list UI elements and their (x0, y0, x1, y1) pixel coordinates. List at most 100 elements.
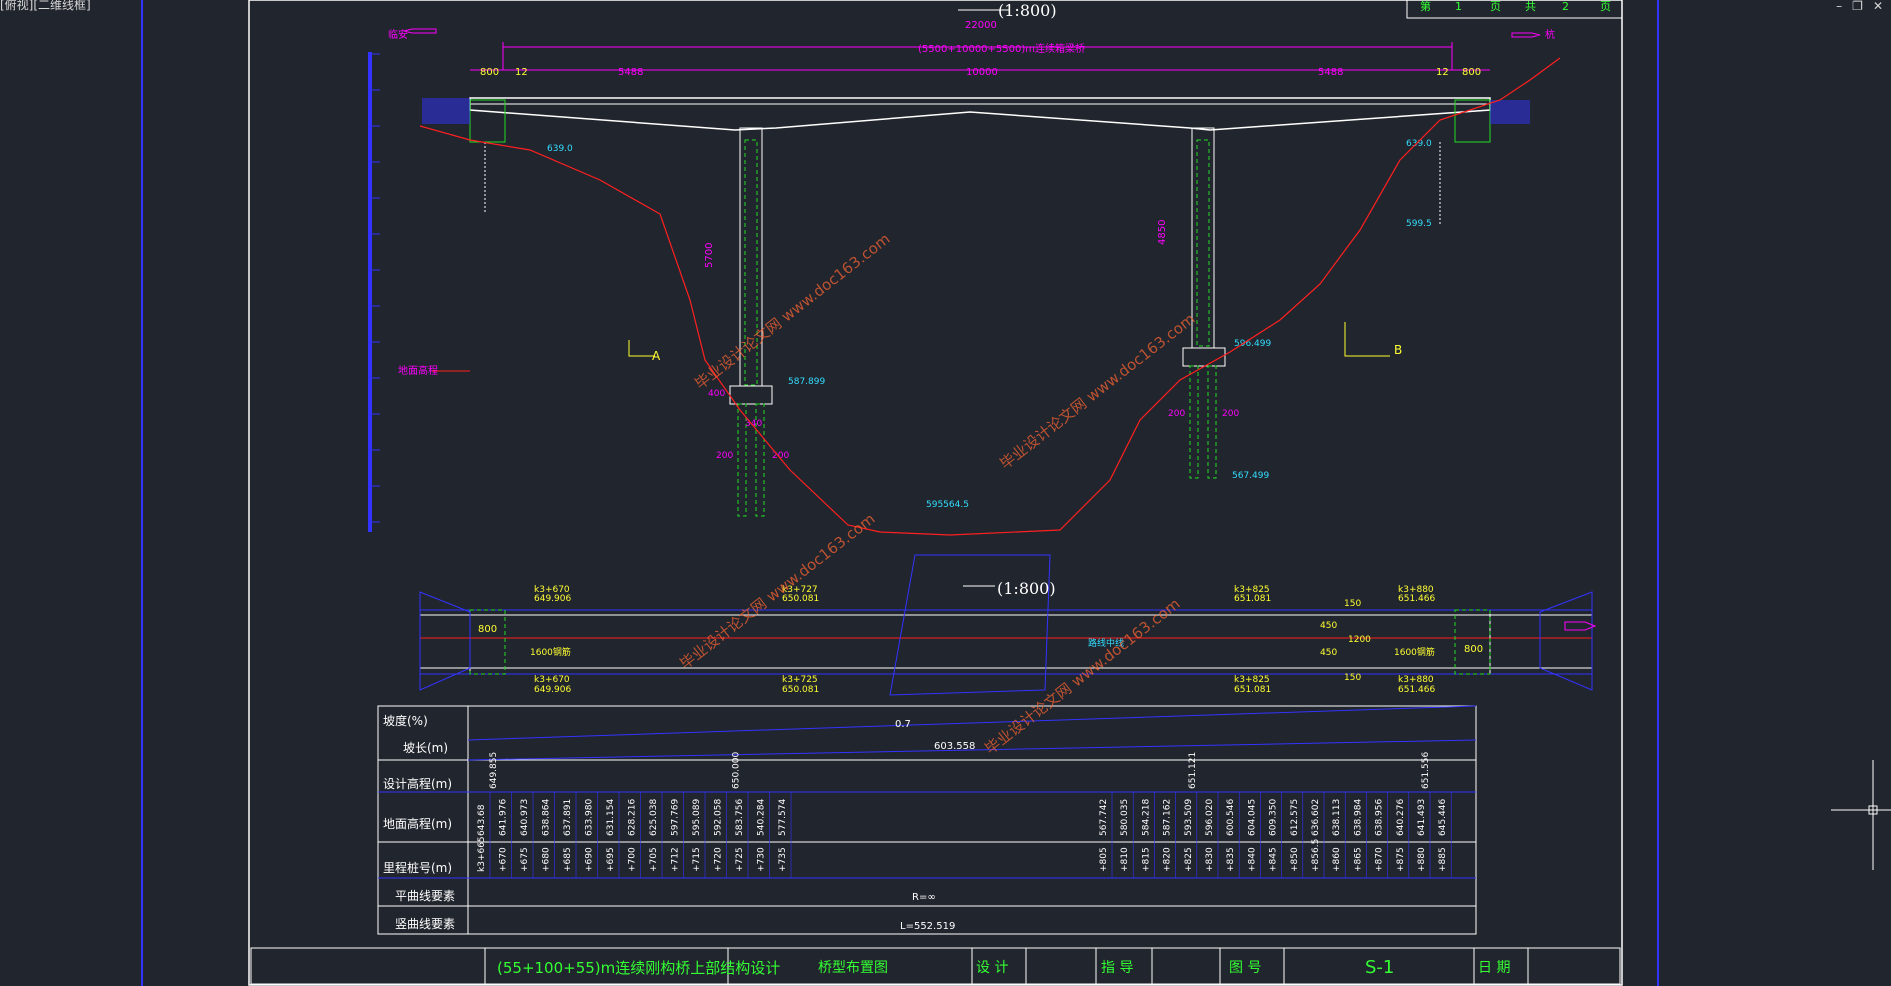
ground-elevation-cell: 580.035 (1120, 799, 1130, 836)
station-cell: +675 (520, 847, 530, 872)
dim-top-3: 10000 (966, 67, 998, 78)
section-b-marker (1344, 322, 1390, 357)
viewport-label[interactable]: [俯视][二维线框] (0, 0, 91, 12)
plan-slab-left: 1600钢筋 (530, 646, 571, 658)
station-cell: +885 (1438, 847, 1448, 872)
close-icon[interactable]: ✕ (1872, 0, 1883, 13)
ground-elevation-cell: 633.980 (585, 799, 595, 836)
plan-dim-0: 800 (478, 624, 497, 635)
pier-2 (1191, 127, 1215, 349)
station-cell: +830 (1205, 847, 1215, 872)
station-cell: +865 (1353, 847, 1363, 872)
ground-elevation-cell: 567.742 (1099, 799, 1109, 836)
plan-right-station-3: 651.081 (1234, 685, 1271, 695)
ground-elevation-cell: 638.956 (1375, 799, 1385, 836)
station-cell: +835 (1226, 847, 1236, 872)
ground-elevation-cell: 596.020 (1205, 799, 1215, 836)
plan-direction-icon (1564, 621, 1597, 631)
station-cell: k3+665 (477, 836, 487, 872)
approach-left (422, 98, 470, 124)
ground-elevation-cell: 587.162 (1163, 799, 1173, 836)
minimize-icon[interactable]: – (1836, 0, 1843, 13)
ground-elevation-cell: 625.038 (649, 799, 659, 836)
ground-elevation-cell: 641.493 (1417, 799, 1427, 836)
abutment-left (469, 99, 506, 143)
ground-elevation-cell: 640.973 (520, 799, 530, 836)
foundation-dim-1: 340 (745, 419, 762, 429)
approach-right (1490, 100, 1530, 124)
elevation-view: (1:800) 22000 (5500+10000+5500)m连续箱梁桥 80… (368, 1, 1561, 536)
section-a-marker (628, 340, 655, 357)
profile-table: 坡度(%) 坡长(m) 设计高程(m) 地面高程(m) 里程桩号(m) 平曲线要… (377, 705, 1477, 935)
elev-label-0: 587.899 (788, 377, 825, 387)
plan-abutment-left (469, 609, 506, 675)
station-cell: +705 (649, 847, 659, 872)
profile-table-border (377, 705, 1477, 935)
ground-elevation-cell: 643.68 (477, 804, 487, 836)
ground-elevation-cell: 577.574 (778, 799, 788, 836)
profile-length: 603.558 (934, 741, 975, 752)
plan-left-station-0: k3+670 (534, 585, 570, 595)
span-note: (5500+10000+5500)m连续箱梁桥 (918, 42, 1085, 55)
plan-dim-1: 800 (1464, 644, 1483, 655)
total-page: 页 (1600, 0, 1611, 13)
plan-dim-4: 1200 (1348, 635, 1371, 645)
elevation-title: (1:800) (998, 1, 1057, 20)
plan-mid-station-2: k3+725 (782, 675, 818, 685)
station-cell: +695 (606, 847, 616, 872)
plan-dim-5: 450 (1320, 621, 1337, 631)
foundation-dim-2: 200 (716, 451, 733, 461)
plan-end-station-3: 651.466 (1398, 685, 1435, 695)
pier-1-pile-b (755, 403, 765, 517)
station-cells: k3+665+670+675+680+685+690+695+700+705+7… (477, 836, 1448, 872)
watermark-4: 毕业设计论文网 www.doc163.com (981, 595, 1183, 758)
design-elevation-cell: 651.121 (1188, 752, 1198, 789)
station-cell: +880 (1417, 847, 1427, 872)
dim-top-4: 5488 (1318, 67, 1343, 78)
ground-elevation-cell: 604.045 (1247, 799, 1257, 836)
water-level: 595564.5 (926, 500, 969, 510)
drawing-no-label: 图 号 (1229, 960, 1261, 976)
dim-top-1: 12 (515, 67, 528, 78)
elev-label-3: 639.0 (547, 144, 573, 154)
profile-horizontal-curve: R=∞ (912, 892, 936, 903)
ground-elevation-cell: 645.446 (1438, 799, 1448, 836)
restore-icon[interactable]: ❐ (1852, 0, 1863, 13)
ground-elevation-cell: 583.756 (735, 799, 745, 836)
ground-elevation-cell: 595.089 (692, 799, 702, 836)
profile-grade: 0.7 (895, 719, 911, 730)
station-cell: +685 (563, 847, 573, 872)
ground-elevation-cell: 628.216 (628, 799, 638, 836)
dim-top-5: 12 (1436, 67, 1449, 78)
ground-elevation-cell: 640.276 (1396, 799, 1406, 836)
total-no: 2 (1562, 0, 1569, 13)
dim-top-6: 800 (1462, 67, 1481, 78)
title-block: (55+100+55)m连续刚构桥上部结构设计 桥型布置图 设 计 指 导 图 … (250, 947, 1621, 985)
box-girder (469, 97, 1491, 131)
ground-elevation-cell: 593.509 (1184, 799, 1194, 836)
station-cell: +805 (1099, 847, 1109, 872)
guide-label: 指 导 (1101, 960, 1133, 976)
watermark-3: 毕业设计论文网 www.doc163.com (676, 510, 878, 673)
direction-left-icon (403, 28, 437, 34)
plan-dim-2: 150 (1344, 599, 1361, 609)
ground-elevation-cell: 636.602 (1311, 799, 1321, 836)
pier-1-core (744, 139, 758, 386)
station-cell: +670 (499, 847, 509, 872)
pier-height-1: 5700 (704, 243, 715, 268)
station-cell: +810 (1120, 847, 1130, 872)
drawing-name: 桥型布置图 (818, 960, 888, 976)
station-cell: +712 (671, 847, 681, 872)
ground-elevation-cell: 638.864 (542, 799, 552, 836)
sheet-info-box (1406, 0, 1623, 19)
design-elevation-cell: 649.855 (489, 752, 499, 789)
crosshair-cursor-icon (1831, 760, 1891, 870)
station-cell: +825 (1184, 847, 1194, 872)
direction-right-icon (1511, 32, 1541, 38)
elevation-scale-ticks (370, 53, 380, 523)
plan-abutment-right (1454, 609, 1491, 675)
abutment-right (1454, 99, 1491, 143)
